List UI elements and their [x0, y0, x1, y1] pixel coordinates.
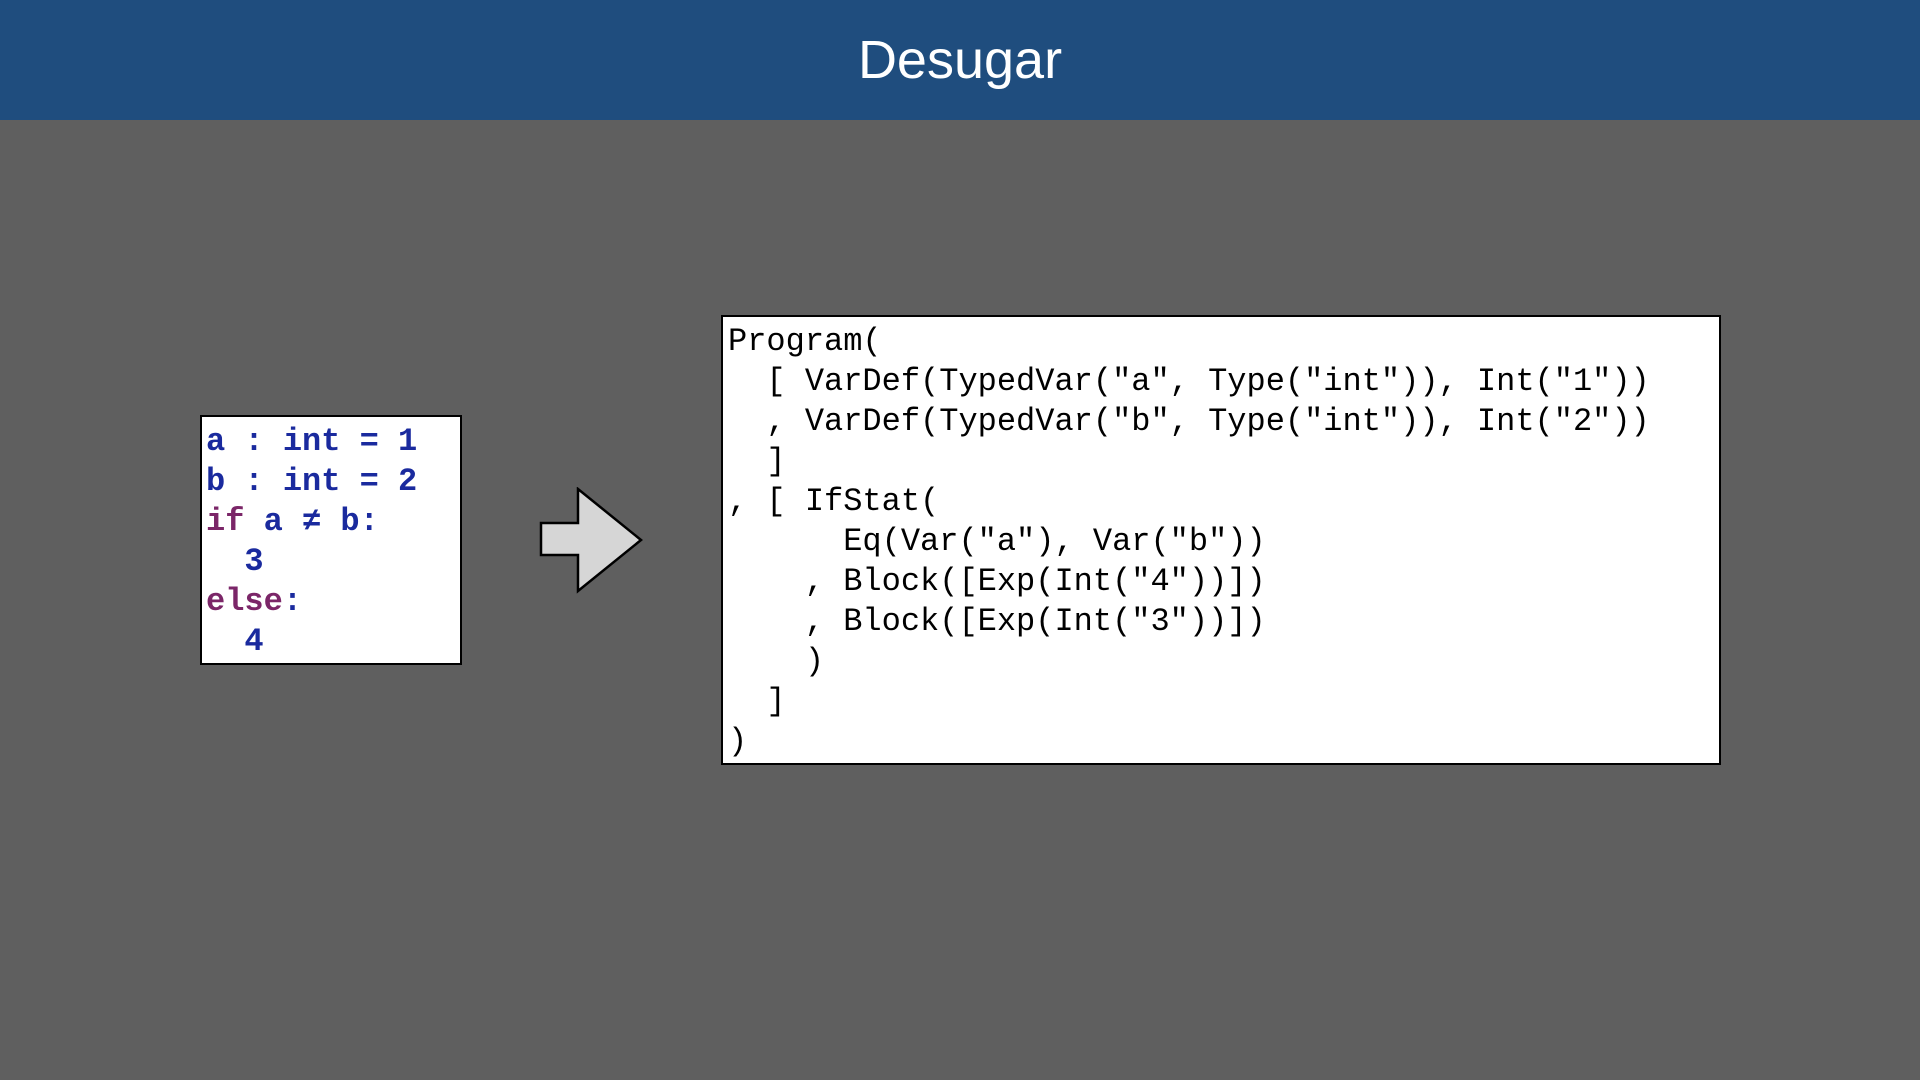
keyword-if: if: [206, 503, 245, 540]
code-line: 4: [206, 623, 264, 660]
code-line: 3: [206, 543, 264, 580]
right-arrow-icon: [539, 487, 643, 594]
ast-line: ]: [728, 683, 786, 720]
ast-line: , [ IfStat(: [728, 483, 940, 520]
ast-output-box: Program( [ VarDef(TypedVar("a", Type("in…: [721, 315, 1721, 765]
slide-title: Desugar: [857, 30, 1063, 90]
code-line: else:: [206, 583, 303, 620]
ast-line: ]: [728, 443, 786, 480]
source-code: a : int = 1 b : int = 2 if a ≠ b: 3 else…: [202, 417, 460, 662]
ast-line: [ VarDef(TypedVar("a", Type("int")), Int…: [728, 363, 1650, 400]
ast-line: , Block([Exp(Int("3"))]): [728, 603, 1266, 640]
keyword-else: else: [206, 583, 283, 620]
source-code-box: a : int = 1 b : int = 2 if a ≠ b: 3 else…: [200, 415, 462, 665]
code-line: if a ≠ b:: [206, 503, 379, 540]
code-line: b : int = 2: [206, 463, 418, 500]
ast-line: , VarDef(TypedVar("b", Type("int")), Int…: [728, 403, 1650, 440]
code-line: a : int = 1: [206, 423, 418, 460]
slide-header: Desugar: [0, 0, 1920, 120]
ast-line: ): [728, 643, 825, 680]
ast-line: Program(: [728, 323, 882, 360]
ast-line: , Block([Exp(Int("4"))]): [728, 563, 1266, 600]
ast-output: Program( [ VarDef(TypedVar("a", Type("in…: [723, 317, 1719, 762]
ast-line: Eq(Var("a"), Var("b")): [728, 523, 1266, 560]
ast-line: ): [728, 723, 748, 760]
